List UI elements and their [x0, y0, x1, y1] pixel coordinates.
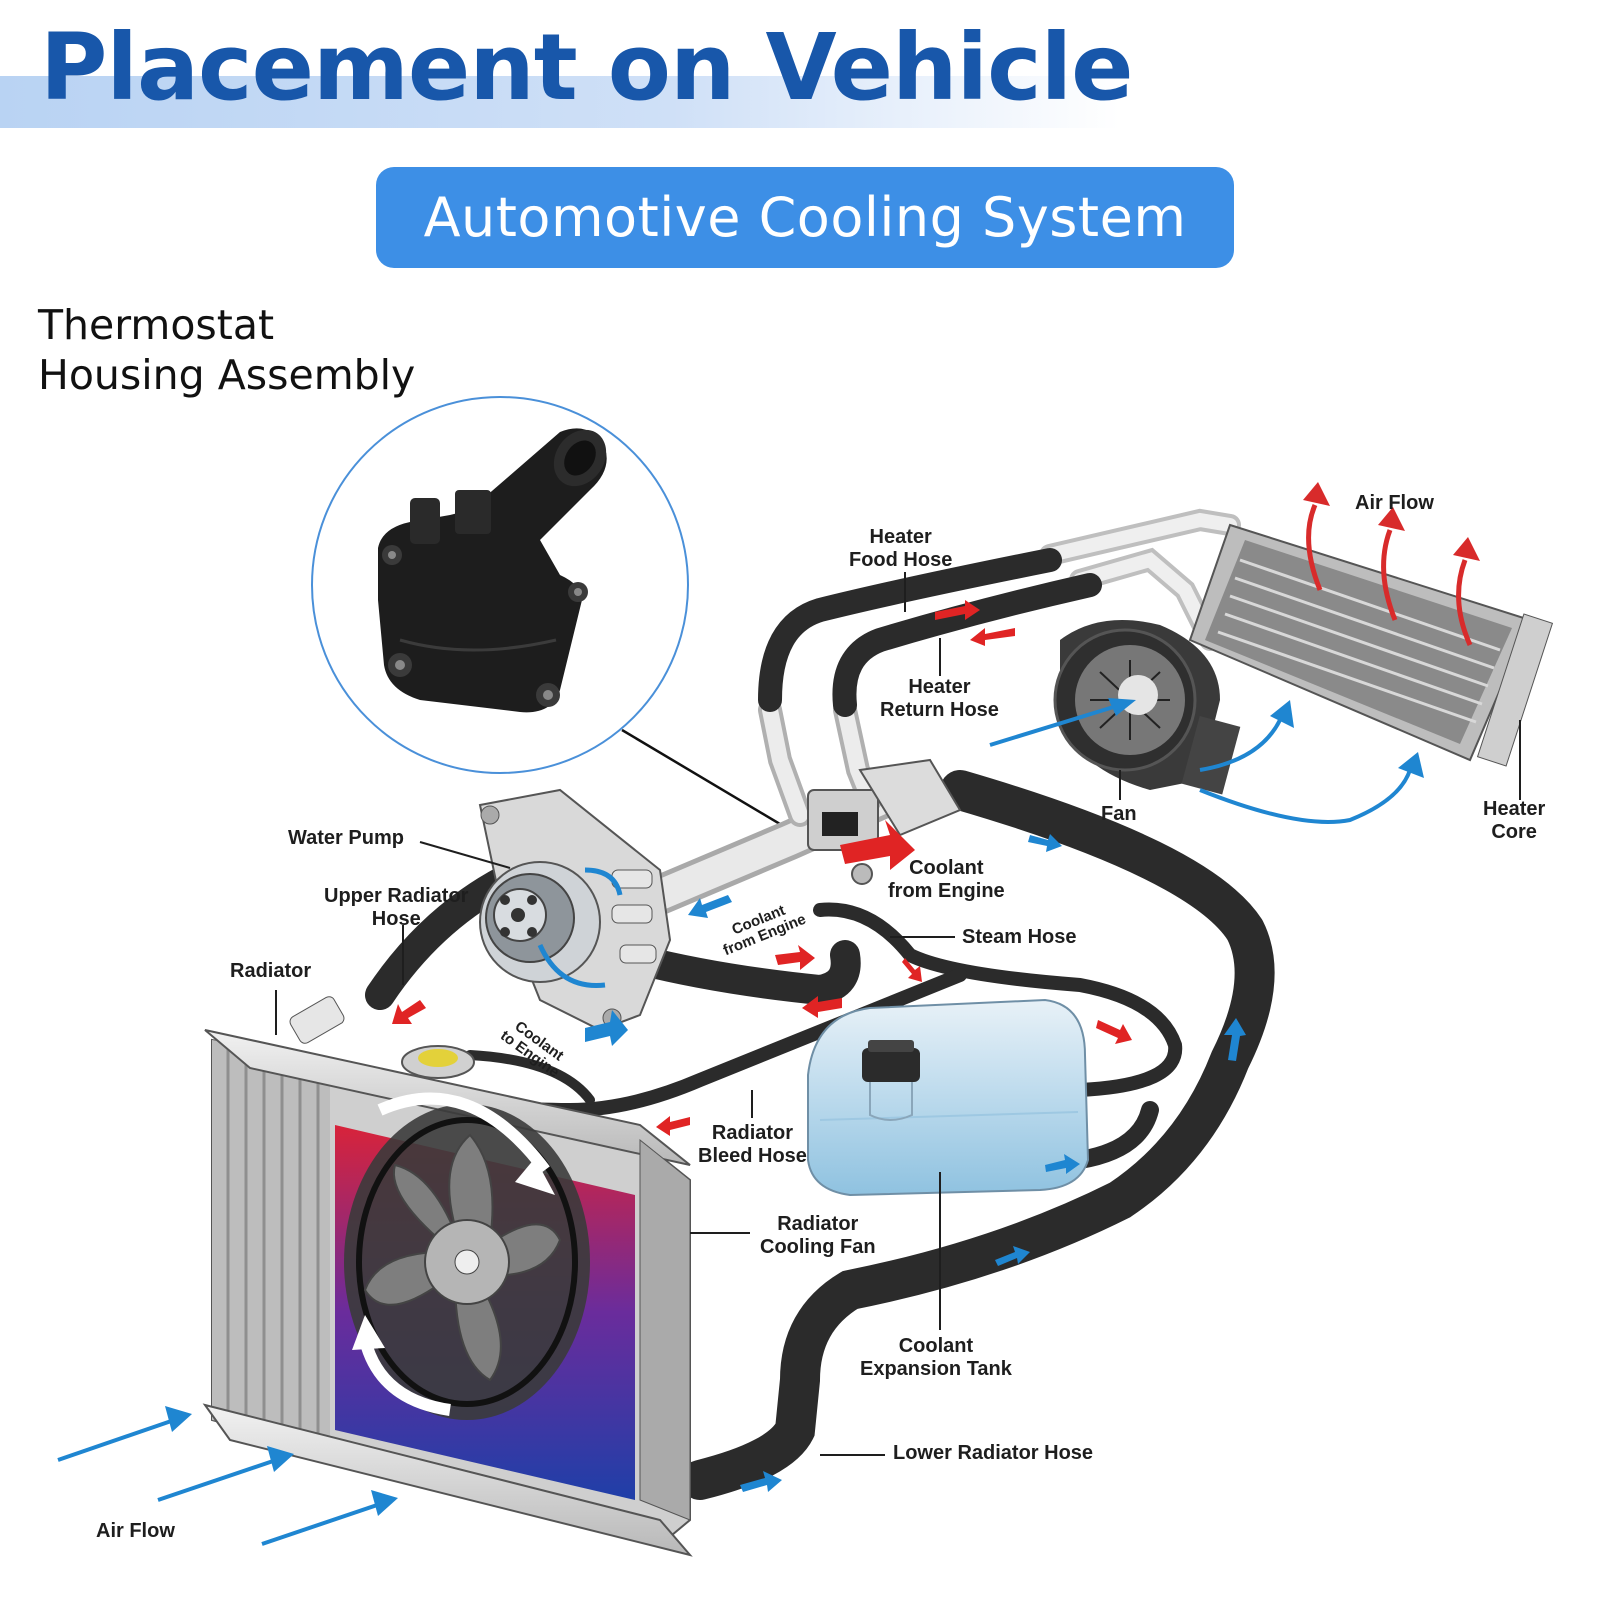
label-heater-core: Heater Core	[1483, 798, 1546, 843]
label-coolant-expansion-tank: Coolant Expansion Tank	[860, 1335, 1012, 1380]
label-coolant-from-engine-main: Coolant from Engine	[888, 857, 1005, 902]
thermostat-callout	[311, 396, 791, 832]
heater-return-hose	[832, 573, 1102, 717]
label-radiator-bleed-hose: Radiator Bleed Hose	[698, 1122, 807, 1167]
blower-fan	[1053, 620, 1241, 795]
label-heater-food-hose: Heater Food Hose	[849, 526, 953, 571]
coolant-flow-arrows	[392, 600, 1246, 1492]
label-water-pump: Water Pump	[288, 827, 404, 849]
main-return-hose	[680, 770, 1275, 1500]
label-fan: Fan	[1101, 803, 1137, 825]
water-pump	[478, 788, 672, 1032]
pump-to-engine-hose	[625, 940, 861, 1006]
subtitle-text: Automotive Cooling System	[423, 186, 1187, 249]
radiator-cooling-fan	[344, 1092, 590, 1420]
part-title-line2: Housing Assembly	[38, 351, 416, 399]
callout-leader-line	[621, 728, 791, 832]
title-highlight-band	[0, 76, 1120, 128]
air-flow-arrows-top	[1303, 482, 1480, 647]
label-lower-radiator-hose: Lower Radiator Hose	[893, 1442, 1094, 1464]
label-air-flow-top: Air Flow	[1355, 492, 1434, 514]
page-title: Placement on Vehicle	[40, 14, 1134, 121]
air-flow-arrows-bottom	[57, 1406, 398, 1546]
part-title: Thermostat Housing Assembly	[38, 300, 415, 400]
label-heater-return-hose: Heater Return Hose	[880, 676, 999, 721]
engine-thermostat-housing	[807, 758, 962, 885]
thermostat-housing-icon	[378, 428, 607, 713]
label-air-flow-bottom: Air Flow	[96, 1520, 175, 1542]
label-steam-hose: Steam Hose	[962, 926, 1077, 948]
upper-radiator-hose	[365, 865, 520, 1010]
label-radiator: Radiator	[230, 960, 312, 982]
leader-lines	[275, 572, 1521, 1456]
fan-air-arrows	[989, 698, 1424, 824]
cap-loop-hose	[465, 1050, 595, 1105]
heater-food-hose	[758, 548, 1062, 712]
coolant-expansion-tank	[807, 998, 1090, 1197]
subtitle-pill: Automotive Cooling System	[376, 167, 1234, 268]
label-upper-radiator-hose: Upper Radiator Hose	[324, 885, 469, 930]
heater-core	[1188, 523, 1554, 767]
label-radiator-cooling-fan: Radiator Cooling Fan	[760, 1213, 876, 1258]
part-title-line1: Thermostat	[38, 301, 275, 349]
